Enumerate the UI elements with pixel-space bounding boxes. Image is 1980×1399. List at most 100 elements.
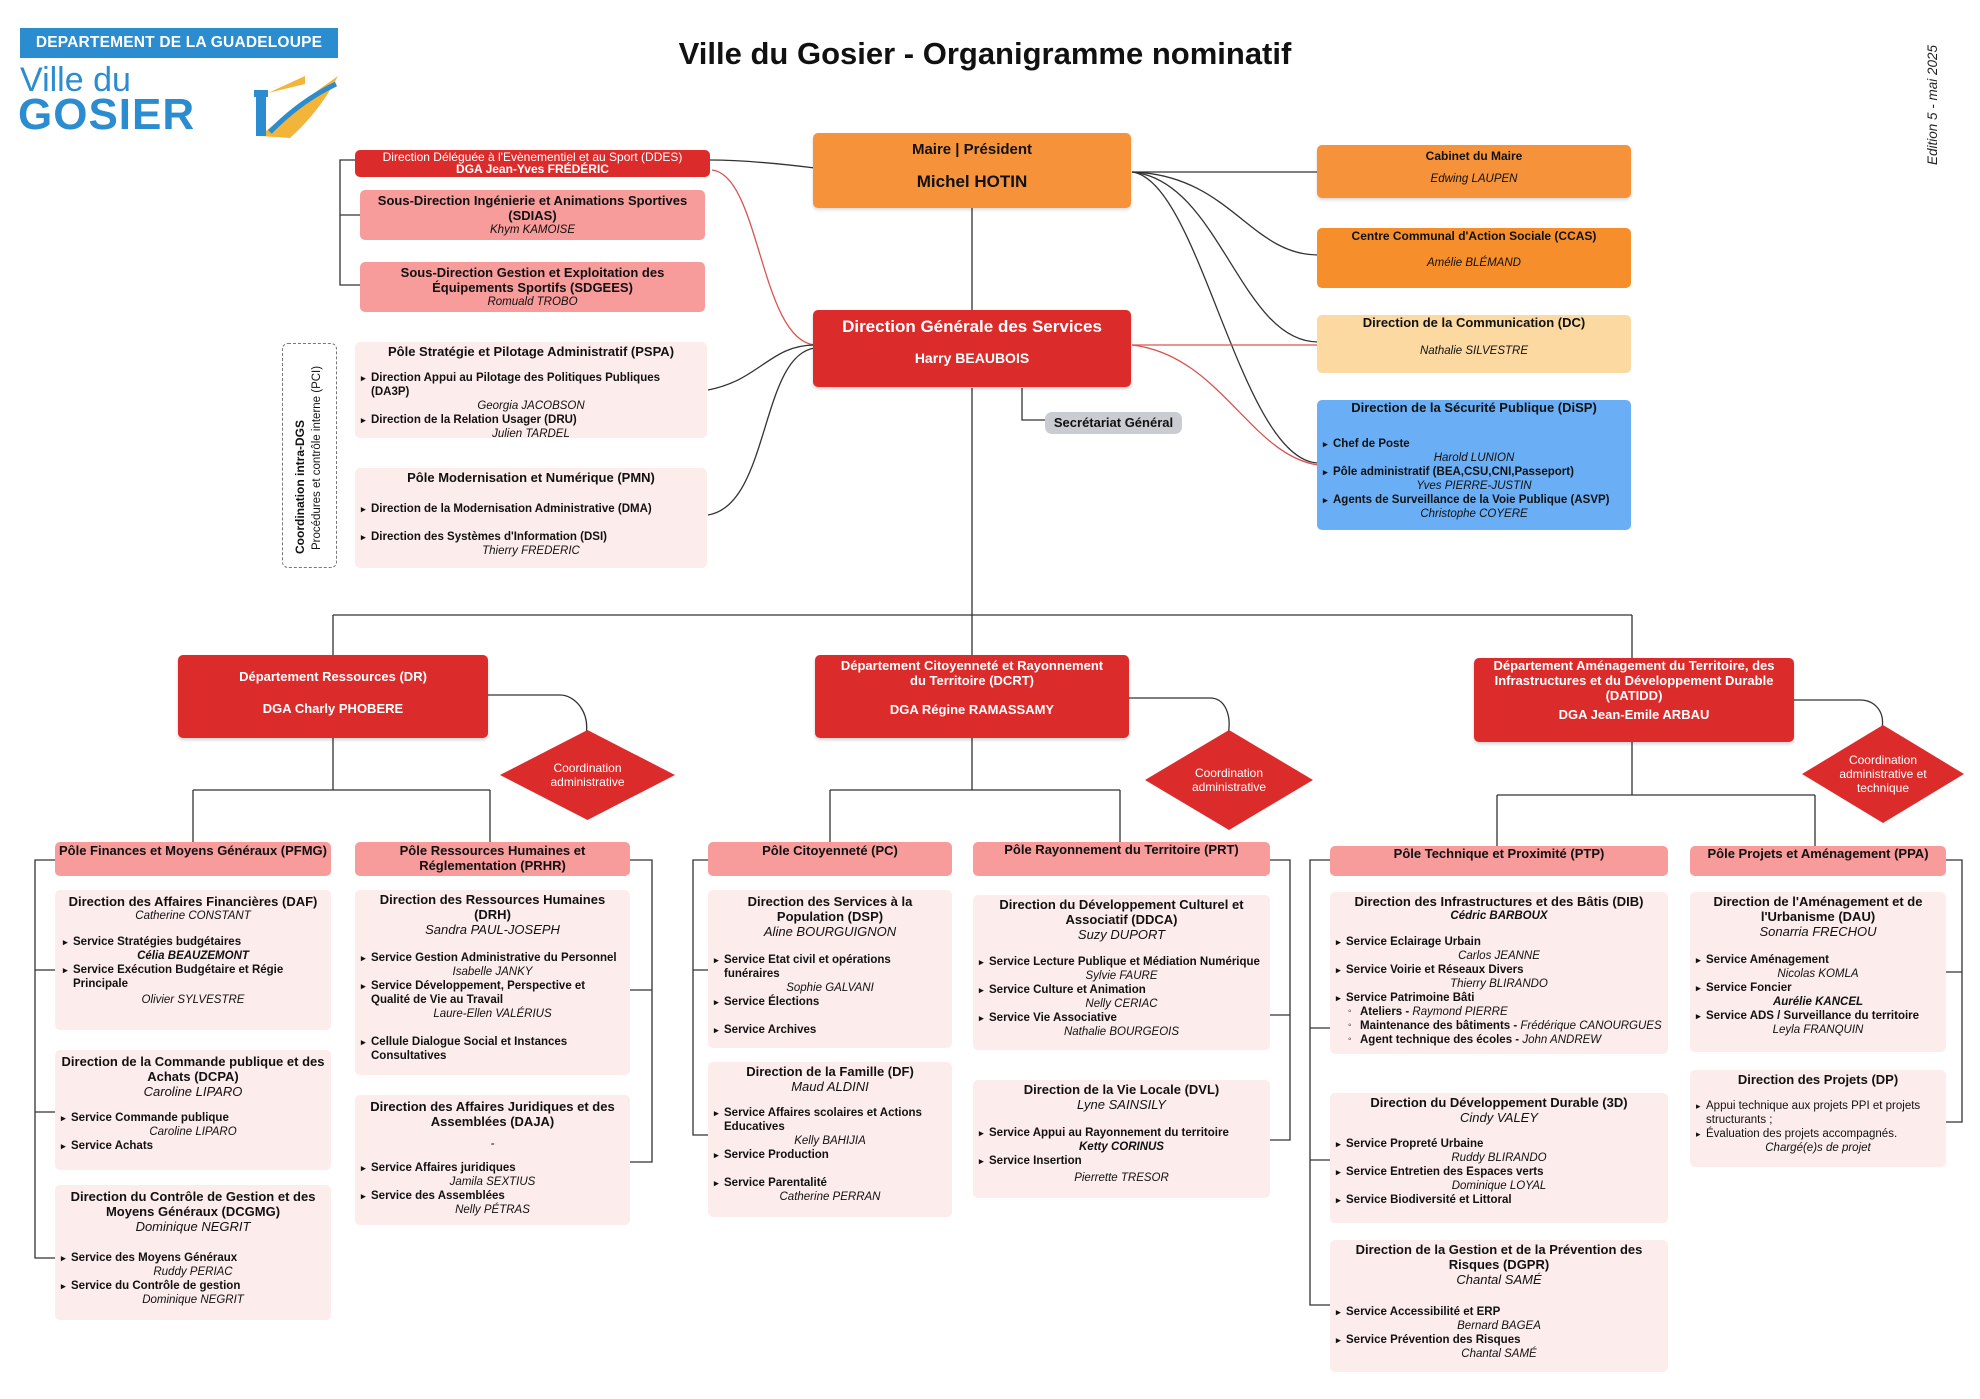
department-band: DEPARTEMENT DE LA GUADELOUPE	[20, 28, 338, 58]
dcpa-person: Caroline LIPARO	[149, 1126, 237, 1138]
ddes-title: Direction Déléguée à l'Evènementiel et a…	[382, 150, 683, 164]
dau-director: Sonarria FRECHOU	[1759, 924, 1877, 939]
sdgees-box: Sous-Direction Gestion et Exploitation d…	[360, 262, 705, 312]
drh-title: Direction des Ressources Humaines (DRH)	[379, 892, 606, 922]
d3d-person: Ruddy BLIRANDO	[1451, 1152, 1547, 1164]
pspa-person: Georgia JACOBSON	[477, 400, 585, 412]
dsp-service: Service Etat civil et opérations funérai…	[714, 953, 946, 981]
dib-sub-label: Agent technique des écoles -	[1360, 1034, 1523, 1046]
dcrt-box: Département Citoyenneté et Rayonnement d…	[815, 655, 1129, 738]
dib-sub-service: Ateliers - Raymond PIERRE	[1336, 1005, 1662, 1019]
dr-title: Département Ressources (DR)	[239, 669, 427, 684]
dgpr-person: Chantal SAMÉ	[1461, 1348, 1537, 1360]
dsp-service: Service Élections	[714, 995, 946, 1009]
drh-service: Service Développement, Perspective et Qu…	[361, 979, 624, 1007]
dcgmg-box: Direction du Contrôle de Gestion et des …	[55, 1185, 331, 1320]
dib-person: Thierry BLIRANDO	[1450, 978, 1548, 990]
coordination-diamond: Coordination administrative	[1145, 730, 1313, 830]
dgpr-service: Service Accessibilité et ERP	[1336, 1305, 1662, 1319]
drh-service: Cellule Dialogue Social et Instances Con…	[361, 1035, 624, 1063]
dau-service: Service ADS / Surveillance du territoire	[1696, 1009, 1940, 1023]
maire-title: Maire | Président	[911, 141, 1033, 158]
sdgees-name: Romuald TROBO	[487, 296, 578, 308]
dsp-service: Service Archives	[714, 1023, 946, 1037]
daf-director: Catherine CONSTANT	[135, 910, 251, 922]
logo-text-bottom: GOSIER	[18, 90, 196, 139]
secretariat-box: Secrétariat Général	[1045, 412, 1182, 434]
drh-person: Isabelle JANKY	[452, 966, 533, 978]
dvl-title: Direction de la Vie Locale (DVL)	[1023, 1082, 1220, 1097]
daf-title: Direction des Affaires Financières (DAF)	[68, 894, 318, 909]
dib-sub-label: Maintenance des bâtiments -	[1360, 1020, 1521, 1032]
dcpa-service: Service Achats	[61, 1139, 325, 1153]
dgs-title: Direction Générale des Services	[842, 317, 1102, 336]
disp-item: Pôle administratif (BEA,CSU,CNI,Passepor…	[1323, 465, 1625, 479]
ddca-person: Sylvie FAURE	[1085, 970, 1158, 982]
daf-person: Olivier SYLVESTRE	[141, 994, 245, 1006]
dgpr-title: Direction de la Gestion et de la Prévent…	[1355, 1242, 1643, 1272]
ccas-box: Centre Communal d'Action Sociale (CCAS) …	[1317, 228, 1631, 288]
df-service: Service Parentalité	[714, 1176, 946, 1190]
dp-mission: Appui technique aux projets PPI et proje…	[1696, 1099, 1940, 1127]
df-service: Service Affaires scolaires et Actions Ed…	[714, 1106, 946, 1134]
d3d-service: Service Biodiversité et Littoral	[1336, 1193, 1662, 1207]
dcgmg-director: Dominique NEGRIT	[135, 1219, 251, 1234]
dp-mission: Évaluation des projets accompagnés.	[1696, 1127, 1940, 1141]
ccas-title: Centre Communal d'Action Sociale (CCAS)	[1351, 229, 1597, 243]
dib-sub-service: Maintenance des bâtiments - Frédérique C…	[1336, 1019, 1662, 1033]
dp-box: Direction des Projets (DP) Appui techniq…	[1690, 1070, 1946, 1167]
dcpa-service: Service Commande publique	[61, 1111, 325, 1125]
daf-service: Service Stratégies budgétaires	[63, 935, 323, 949]
dcgmg-person: Dominique NEGRIT	[142, 1294, 244, 1306]
secretariat-label: Secrétariat Général	[1053, 415, 1174, 430]
dsp-title: Direction des Services à la Population (…	[747, 894, 913, 924]
dgpr-director: Chantal SAMÉ	[1456, 1272, 1542, 1287]
coordination-intra-dgs-sublabel: Procédures et contrôle interne (PCI)	[311, 365, 323, 550]
df-service: Service Production	[714, 1148, 946, 1162]
df-box: Direction de la Famille (DF) Maud ALDINI…	[708, 1062, 952, 1217]
df-director: Maud ALDINI	[791, 1079, 869, 1094]
daja-person: Jamila SEXTIUS	[449, 1176, 536, 1188]
pc-header: Pôle Citoyenneté (PC)	[708, 842, 952, 876]
cabinet-name: Edwing LAUPEN	[1430, 173, 1518, 185]
dvl-service: Service Insertion	[979, 1154, 1264, 1168]
cabinet-title: Cabinet du Maire	[1425, 149, 1523, 163]
daja-person: Nelly PÉTRAS	[455, 1204, 530, 1216]
daja-director: -	[490, 1138, 495, 1150]
ddca-title: Direction du Développement Culturel et A…	[999, 897, 1244, 927]
datidd-title: Département Aménagement du Territoire, d…	[1493, 658, 1775, 703]
datidd-name: DGA Jean-Emile ARBAU	[1558, 707, 1710, 722]
d3d-person: Dominique LOYAL	[1451, 1180, 1547, 1192]
dgpr-service: Service Prévention des Risques	[1336, 1333, 1662, 1347]
daf-person: Célia BEAUZEMONT	[137, 950, 249, 962]
coordination-intra-dgs-label: Coordination intra-DGS	[293, 420, 307, 554]
dib-title: Direction des Infrastructures et des Bât…	[1354, 894, 1644, 909]
dau-title: Direction de l'Aménagement et de l'Urban…	[1713, 894, 1923, 924]
disp-item: Chef de Poste	[1323, 437, 1625, 451]
dc-name: Nathalie SILVESTRE	[1419, 345, 1529, 357]
ddca-person: Nelly CERIAC	[1085, 998, 1158, 1010]
coordination-diamond: Coordination administrative et technique	[1802, 725, 1964, 823]
pc-title: Pôle Citoyenneté (PC)	[762, 843, 898, 858]
d3d-director: Cindy VALEY	[1459, 1110, 1539, 1125]
d3d-title: Direction du Développement Durable (3D)	[1370, 1095, 1628, 1110]
pfmg-title: Pôle Finances et Moyens Généraux (PFMG)	[58, 843, 327, 858]
coordination-diamond-label: Coordination administrative et technique	[1839, 753, 1927, 795]
datidd-box: Département Aménagement du Territoire, d…	[1474, 658, 1794, 742]
ccas-name: Amélie BLÉMAND	[1427, 257, 1521, 269]
prhr-header: Pôle Ressources Humaines et Réglementati…	[355, 842, 630, 876]
pmn-person: Thierry FREDERIC	[482, 545, 580, 557]
coordination-diamond: Coordination administrative	[500, 730, 675, 820]
dib-sub-label: Ateliers -	[1360, 1006, 1413, 1018]
coordination-diamond-label: Coordination administrative	[1191, 766, 1267, 794]
dcgmg-person: Ruddy PERIAC	[153, 1266, 233, 1278]
ddca-person: Nathalie BOURGEOIS	[1063, 1026, 1180, 1038]
edition-label: Edition 5 - mai 2025	[1925, 44, 1940, 165]
pspa-item: Direction Appui au Pilotage des Politiqu…	[361, 371, 701, 399]
dvl-service: Service Appui au Rayonnement du territoi…	[979, 1126, 1264, 1140]
dc-title: Direction de la Communication (DC)	[1362, 315, 1586, 330]
dcpa-title: Direction de la Commande publique et des…	[61, 1054, 325, 1084]
ddca-service: Service Vie Associative	[979, 1011, 1264, 1025]
disp-box: Direction de la Sécurité Publique (DiSP)…	[1317, 400, 1631, 530]
